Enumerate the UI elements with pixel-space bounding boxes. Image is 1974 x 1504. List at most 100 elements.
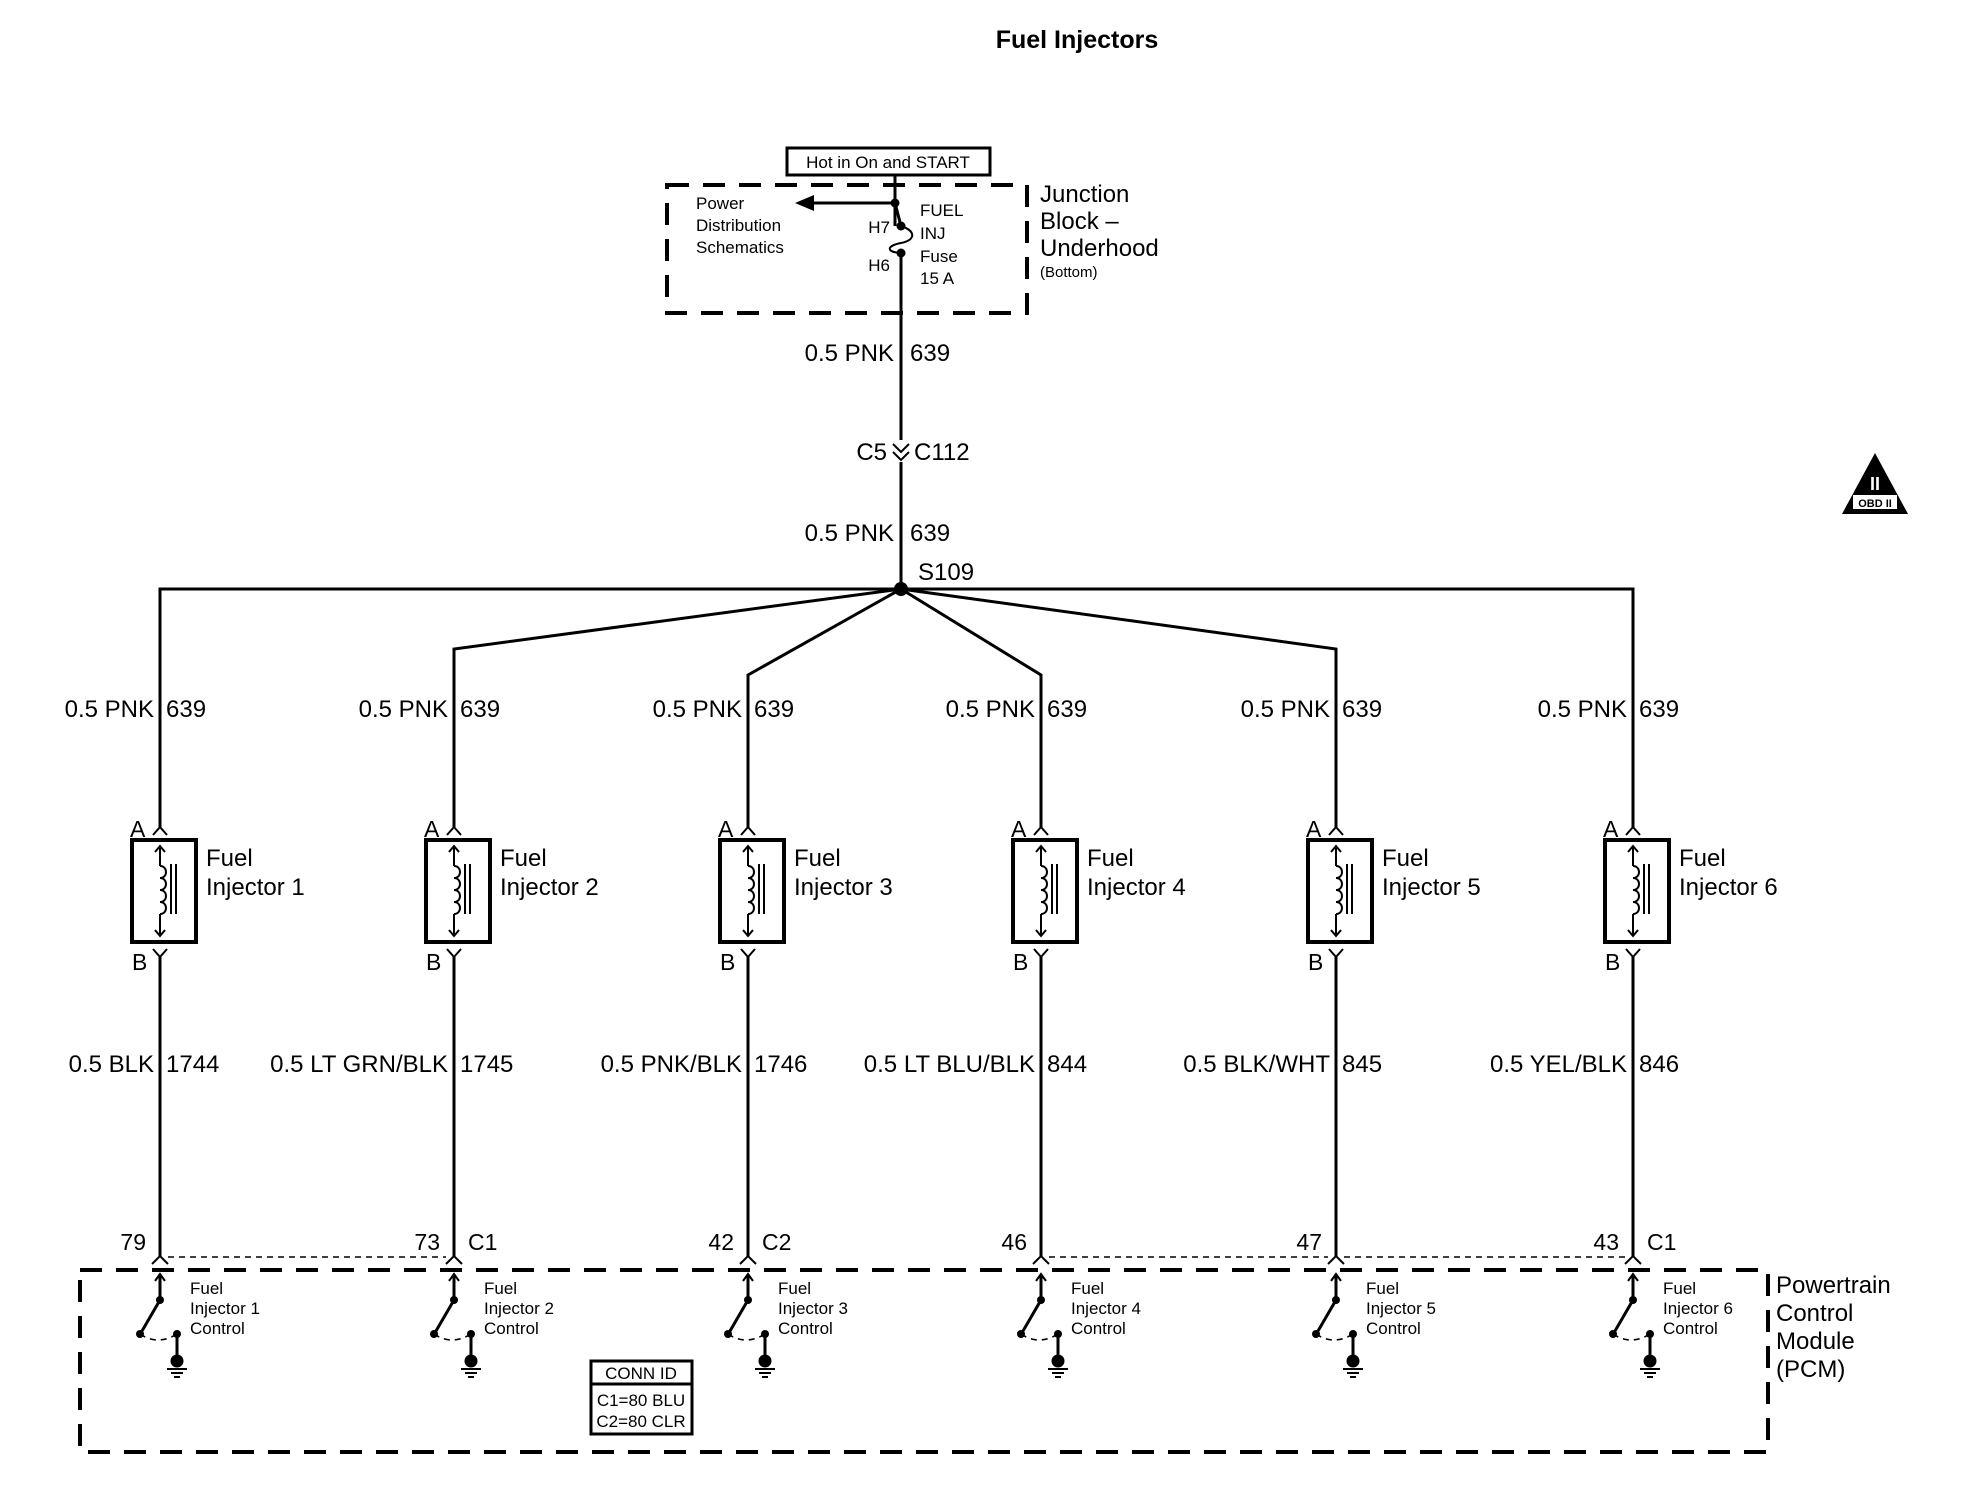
control-gauge-color: 0.5 BLK/WHT	[1183, 1051, 1330, 1078]
pcm-driver-label-2: Injector 4	[1071, 1299, 1141, 1318]
inline-connector-right: C112	[914, 439, 970, 466]
injector-name-1: Fuel	[1087, 845, 1134, 872]
arrow-down-icon	[1330, 929, 1342, 938]
junction-block-sub: (Bottom)	[1040, 264, 1098, 281]
switch-blade-icon	[1613, 1299, 1635, 1332]
control-circuit: 1745	[460, 1051, 513, 1078]
junction-block-label: Junction Block – Underhood (Bottom)	[1040, 181, 1159, 281]
pcm-driver-label-2: Injector 2	[484, 1299, 554, 1318]
arrow-down-icon	[1035, 929, 1047, 938]
hot-in-label: Hot in On and START	[806, 153, 970, 172]
pin-a-terminal-icon	[1033, 825, 1049, 836]
pin-a-terminal-icon	[152, 825, 168, 836]
fuse-label-3: Fuse	[920, 247, 958, 266]
ground-node-icon	[464, 1354, 478, 1368]
inline-connector-c5-c112: C5 C112	[856, 439, 969, 466]
pin-b-terminal-icon	[152, 948, 168, 959]
arrow-left-icon	[795, 195, 814, 211]
injector-name-1: Fuel	[1382, 845, 1429, 872]
pin-a-label: A	[130, 816, 146, 842]
fuel-inj-fuse: H7 H6 FUEL INJ Fuse 15 A	[868, 201, 963, 288]
obd-ii-badge: II OBD II	[1842, 453, 1908, 514]
coil-icon	[159, 865, 167, 915]
supply-circuit: 639	[1047, 696, 1087, 723]
pcm-name-3: Module	[1776, 1328, 1855, 1355]
injector-name-1: Fuel	[1679, 845, 1726, 872]
supply-circuit: 639	[1639, 696, 1679, 723]
coil-icon	[1335, 865, 1343, 915]
pcm-driver-label-3: Control	[1071, 1319, 1126, 1338]
pcm-pin-number: 46	[1001, 1229, 1027, 1255]
pin-a-terminal-icon	[446, 825, 462, 836]
branch-wire	[158, 587, 901, 591]
arrow-up-icon	[742, 1272, 754, 1282]
pin-b-terminal-icon	[1033, 948, 1049, 959]
injector-name-2: Injector 3	[794, 874, 893, 901]
junction-block-name-1: Junction	[1040, 181, 1129, 208]
arrow-up-icon	[448, 844, 460, 853]
switch-blade-icon	[728, 1299, 750, 1332]
coil-icon	[453, 865, 461, 915]
junction-block-name-3: Underhood	[1040, 235, 1159, 262]
feed-upper-gauge-color: 0.5 PNK	[805, 340, 894, 367]
fuse-label-1: FUEL	[920, 201, 963, 220]
pcm-name-4: (PCM)	[1776, 1356, 1845, 1383]
fuse-lead-in	[893, 202, 903, 227]
fuse-pin-out: H6	[868, 256, 890, 275]
pin-b-label: B	[426, 949, 441, 975]
pcm-driver-label-2: Injector 6	[1663, 1299, 1733, 1318]
supply-gauge-color: 0.5 PNK	[1538, 696, 1627, 723]
pin-b-terminal-icon	[1328, 948, 1344, 959]
pcm-driver-label-1: Fuel	[484, 1279, 517, 1298]
obd-label: OBD II	[1858, 498, 1892, 510]
pin-a-label: A	[1603, 816, 1619, 842]
coil-icon	[1040, 865, 1048, 915]
pin-b-label: B	[1013, 949, 1028, 975]
arrow-up-icon	[154, 1272, 166, 1282]
switch-actuation-icon	[1612, 1333, 1651, 1341]
pcm-driver-label-1: Fuel	[1366, 1279, 1399, 1298]
junction-block-outline	[665, 183, 1029, 315]
branch-wire	[452, 587, 902, 651]
branch-wire	[901, 587, 1635, 591]
arrow-up-icon	[154, 844, 166, 853]
pcm-driver-label-3: Control	[190, 1319, 245, 1338]
power-distribution-reference[interactable]: Power Distribution Schematics	[696, 194, 895, 257]
switch-blade-icon	[1316, 1299, 1338, 1332]
pcm-pin-number: 79	[120, 1229, 146, 1255]
switch-actuation-icon	[727, 1333, 766, 1341]
supply-gauge-color: 0.5 PNK	[1241, 696, 1330, 723]
pcm-driver-label-2: Injector 5	[1366, 1299, 1436, 1318]
supply-gauge-color: 0.5 PNK	[359, 696, 448, 723]
conn-id-row: C2=80 CLR	[596, 1412, 685, 1431]
pcm-driver-label-1: Fuel	[190, 1279, 223, 1298]
branch-wire	[900, 587, 1338, 651]
supply-gauge-color: 0.5 PNK	[946, 696, 1035, 723]
pcm-label: Powertrain Control Module (PCM)	[1776, 1272, 1891, 1383]
switch-actuation-icon	[139, 1333, 178, 1341]
pcm-terminal-icon	[1624, 1254, 1642, 1265]
control-gauge-color: 0.5 PNK/BLK	[601, 1051, 742, 1078]
pcm-connector-id: C1	[468, 1229, 497, 1255]
diagram-title: Fuel Injectors	[996, 26, 1159, 54]
power-ref-line-1: Power	[696, 194, 745, 213]
pin-a-terminal-icon	[740, 825, 756, 836]
pcm-terminal-icon	[1327, 1254, 1345, 1265]
control-circuit: 845	[1342, 1051, 1382, 1078]
ground-node-icon	[1051, 1354, 1065, 1368]
control-circuit: 1746	[754, 1051, 807, 1078]
supply-gauge-color: 0.5 PNK	[65, 696, 154, 723]
fuse-pin-in: H7	[868, 218, 890, 237]
supply-circuit: 639	[1342, 696, 1382, 723]
ground-node-icon	[170, 1354, 184, 1368]
switch-actuation-icon	[1315, 1333, 1354, 1341]
branch-wire	[900, 587, 1043, 677]
injector-name-2: Injector 1	[206, 874, 305, 901]
pcm-terminal-icon	[445, 1254, 463, 1265]
pin-b-terminal-icon	[1625, 948, 1641, 959]
control-gauge-color: 0.5 BLK	[69, 1051, 154, 1078]
pcm-terminal-icon	[739, 1254, 757, 1265]
injector-name-2: Injector 5	[1382, 874, 1481, 901]
splice-branches	[158, 587, 1635, 677]
